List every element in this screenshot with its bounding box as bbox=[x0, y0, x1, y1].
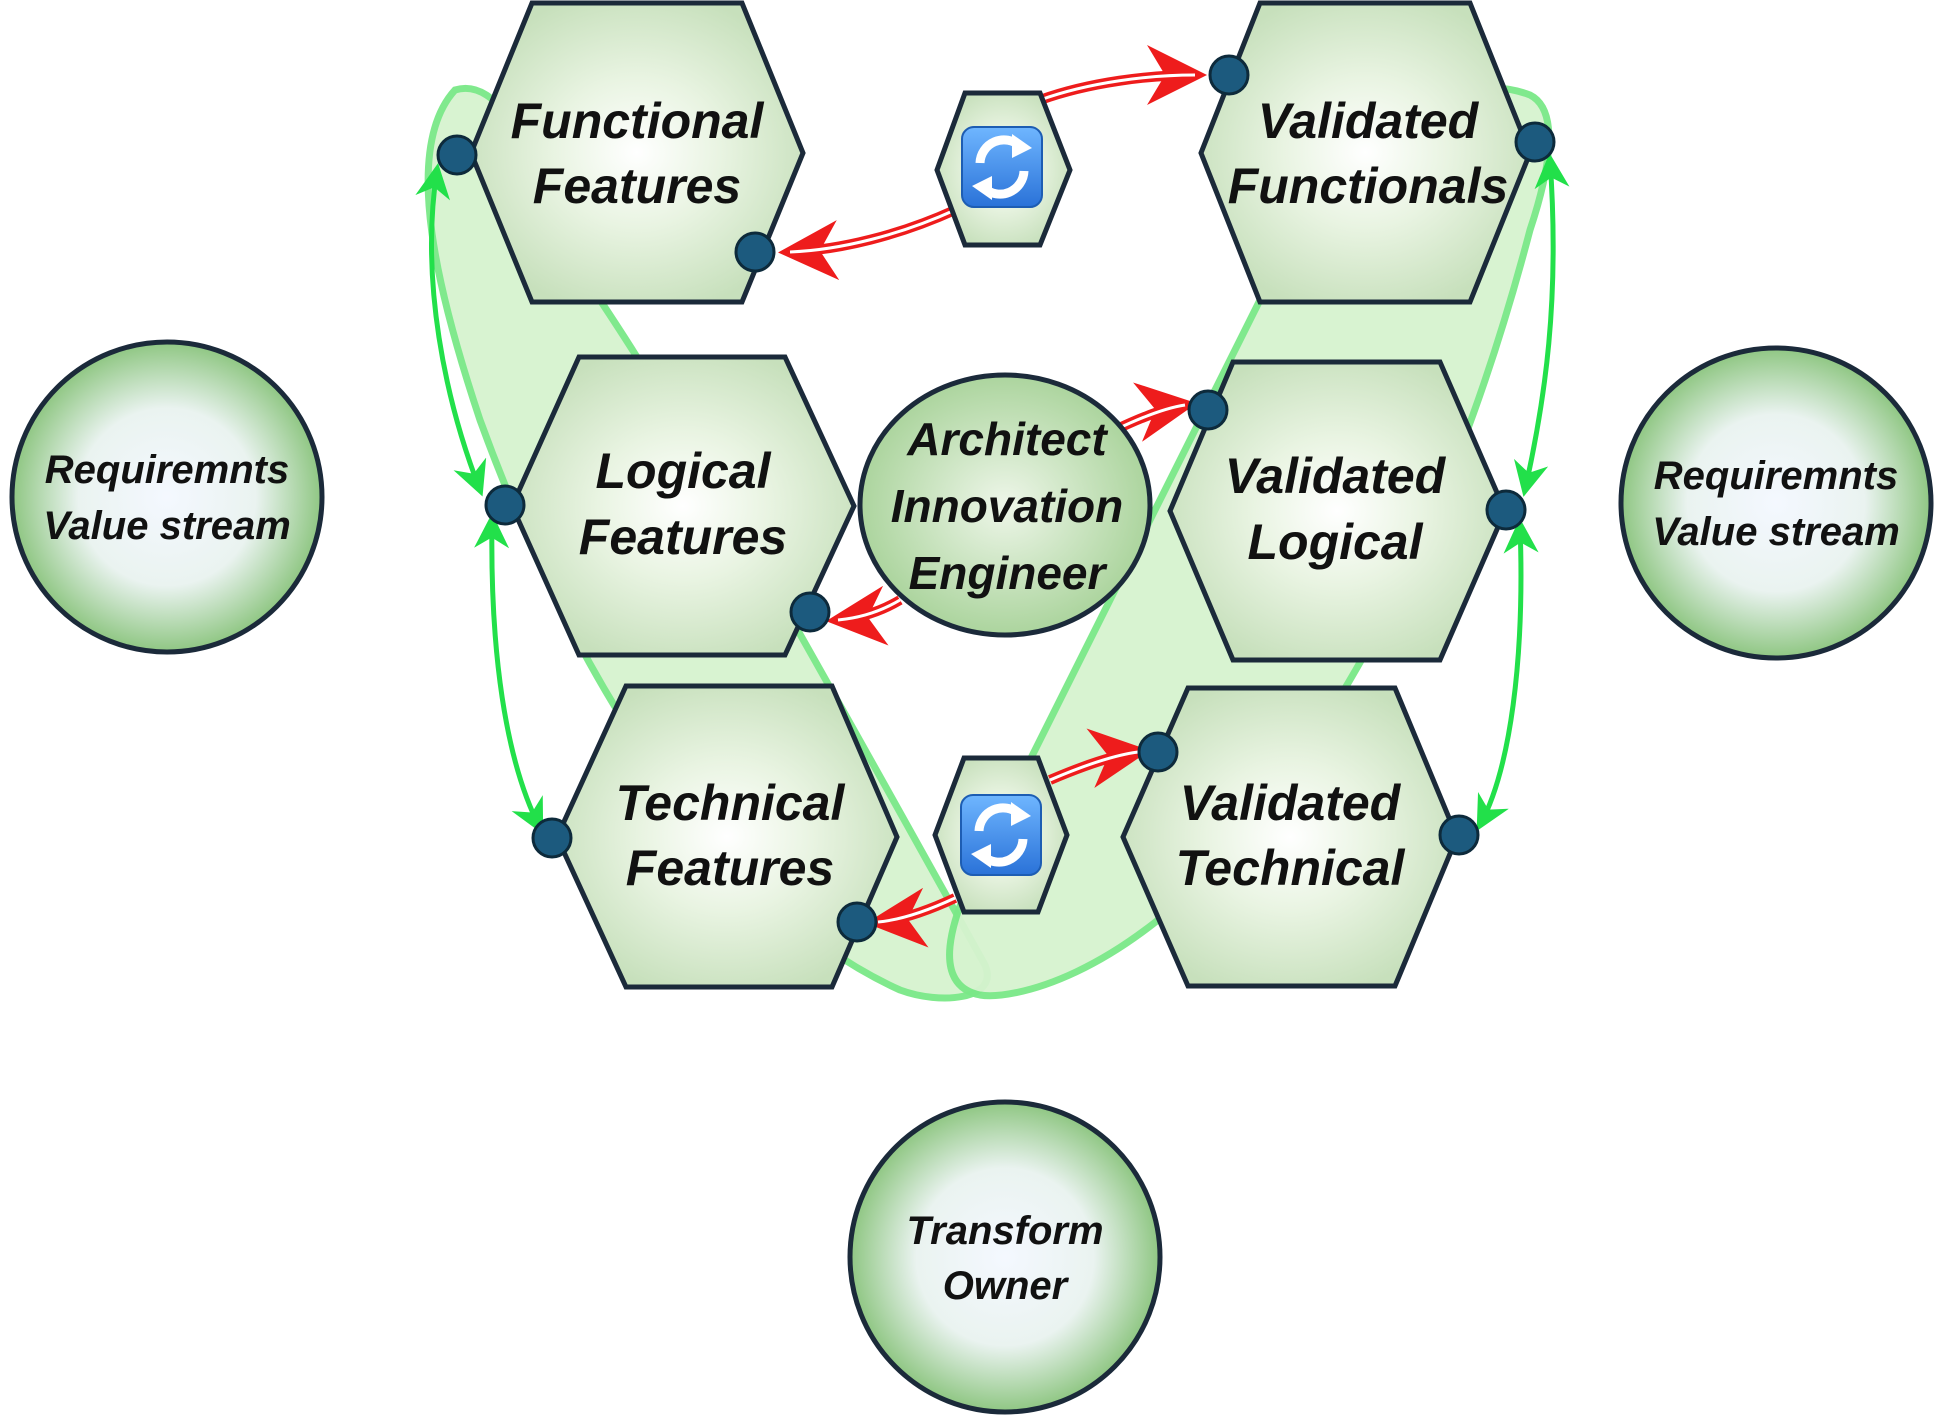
validated-functionals-node[interactable]: Validated Functionals bbox=[1198, 0, 1533, 305]
port-functional-left[interactable] bbox=[436, 134, 478, 176]
architect-line3: Engineer bbox=[909, 547, 1108, 599]
port-validated-logical-right[interactable] bbox=[1485, 489, 1527, 531]
functional-features-line1: Functional bbox=[511, 93, 765, 149]
validated-logical-node[interactable]: Validated Logical bbox=[1167, 359, 1508, 663]
port-technical-left[interactable] bbox=[531, 817, 573, 859]
port-validated-functionals-top-left[interactable] bbox=[1208, 54, 1250, 96]
technical-features-node[interactable]: Technical Features bbox=[554, 683, 900, 990]
sync-icon[interactable] bbox=[961, 126, 1043, 208]
requirements-value-stream-left-node[interactable]: Requiremnts Value stream bbox=[9, 339, 325, 655]
port-validated-technical-top-left[interactable] bbox=[1137, 731, 1179, 773]
validated-logical-line2: Logical bbox=[1247, 514, 1423, 570]
req-left-line2: Value stream bbox=[43, 504, 291, 548]
green-arrows bbox=[415, 153, 1570, 835]
port-technical-bottom-right[interactable] bbox=[836, 901, 878, 943]
req-right-line1: Requiremnts bbox=[1654, 454, 1899, 498]
port-functional-bottom-right[interactable] bbox=[734, 231, 776, 273]
arrow-sync-to-functional-features bbox=[778, 205, 958, 281]
validated-logical-line1: Validated bbox=[1225, 448, 1447, 504]
architect-innovation-engineer-node[interactable]: Architect Innovation Engineer bbox=[857, 372, 1153, 638]
functional-features-node[interactable]: Functional Features bbox=[468, 0, 806, 305]
validated-functionals-line2: Functionals bbox=[1228, 158, 1509, 214]
validated-technical-node[interactable]: Validated Technical bbox=[1120, 685, 1460, 989]
arrow-architect-to-logical-features bbox=[826, 585, 903, 646]
transform-owner-line1: Transform bbox=[906, 1209, 1103, 1253]
port-logical-left[interactable] bbox=[484, 484, 526, 526]
arrow-architect-to-validated-logical bbox=[1112, 382, 1197, 442]
validated-functionals-line1: Validated bbox=[1258, 93, 1480, 149]
technical-features-line1: Technical bbox=[616, 775, 846, 831]
technical-features-line2: Features bbox=[626, 840, 834, 896]
logical-features-node[interactable]: Logical Features bbox=[509, 354, 857, 658]
port-logical-bottom-right[interactable] bbox=[789, 591, 831, 633]
validated-technical-line2: Technical bbox=[1176, 840, 1406, 896]
arrow-sync-to-validated-functionals bbox=[1038, 45, 1207, 106]
req-right-line2: Value stream bbox=[1652, 510, 1900, 554]
connection-ports bbox=[436, 54, 1556, 943]
transform-owner-line2: Owner bbox=[943, 1264, 1070, 1308]
arrow-vallogical-valtechnical bbox=[1476, 518, 1539, 832]
sync-icon[interactable] bbox=[960, 794, 1042, 876]
architect-line2: Innovation bbox=[891, 480, 1124, 532]
architect-line1: Architect bbox=[906, 413, 1108, 465]
arrow-valfunc-vallogical bbox=[1513, 153, 1570, 497]
req-left-line1: Requiremnts bbox=[45, 448, 290, 492]
requirements-value-stream-right-node[interactable]: Requiremnts Value stream bbox=[1618, 345, 1934, 661]
arrow-sync-to-technical-features bbox=[866, 887, 958, 948]
port-validated-technical-right[interactable] bbox=[1438, 814, 1480, 856]
red-arrows bbox=[778, 45, 1207, 948]
arrow-sync-to-validated-technical bbox=[1048, 728, 1150, 788]
logical-features-line1: Logical bbox=[595, 443, 771, 499]
logical-features-line2: Features bbox=[579, 509, 787, 565]
arrow-logical-technical bbox=[474, 513, 544, 835]
transform-owner-node[interactable]: Transform Owner bbox=[847, 1099, 1163, 1415]
validated-technical-line1: Validated bbox=[1180, 775, 1402, 831]
functional-features-line2: Features bbox=[533, 158, 741, 214]
arrow-functional-logical bbox=[415, 163, 487, 497]
port-validated-functionals-right[interactable] bbox=[1514, 121, 1556, 163]
top-sync-node[interactable] bbox=[934, 90, 1073, 248]
port-validated-logical-top-left[interactable] bbox=[1187, 389, 1229, 431]
bottom-sync-node[interactable] bbox=[932, 755, 1070, 915]
